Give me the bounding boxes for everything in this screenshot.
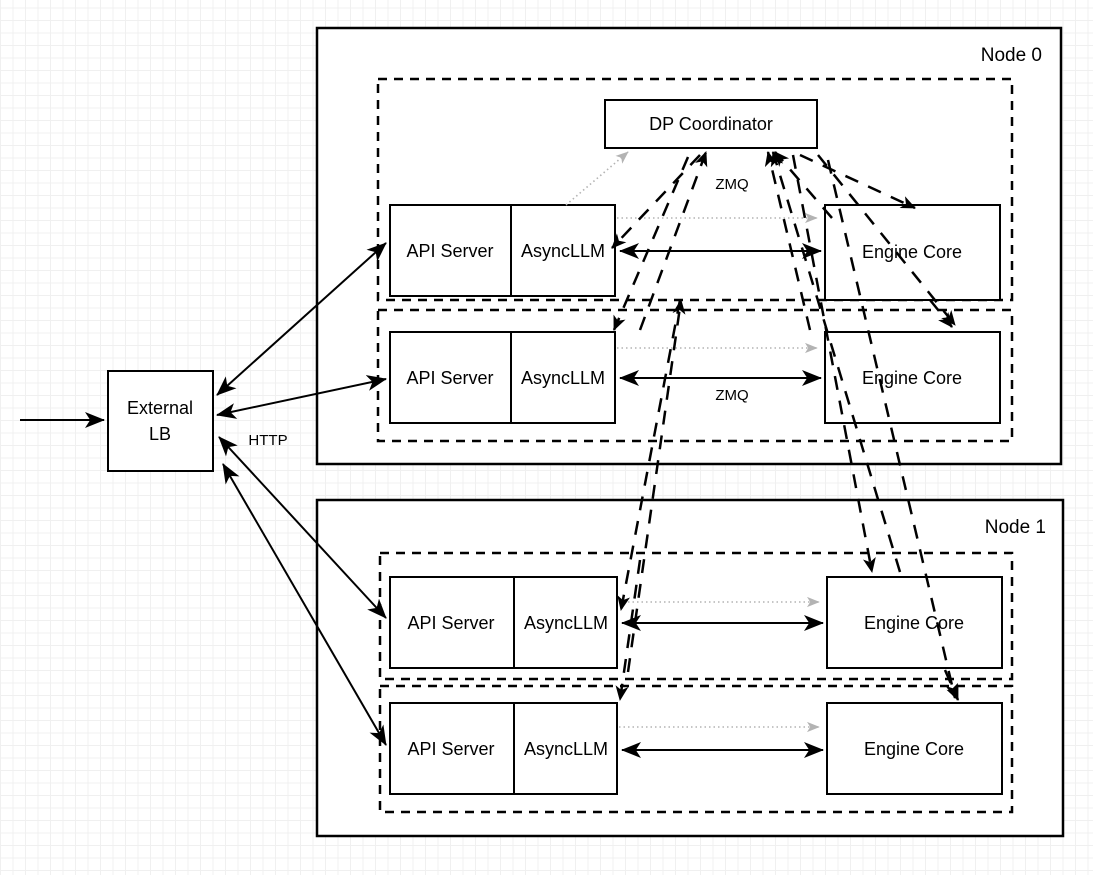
node-1-rank-0-enginecore-box[interactable] (826, 576, 1003, 669)
edge-lb-to-node1-rank1-api (222, 463, 387, 746)
node-0-rank-0-enginecore-box[interactable] (824, 204, 1001, 301)
edge-dotted-asyncllm-to-dp-coordinator (565, 151, 629, 206)
http-edge-label: HTTP (248, 432, 287, 449)
node-1-rank-1-engine-core-label: Engine Core (864, 739, 964, 759)
node-1-rank-0-engine-core-label: Engine Core (864, 613, 964, 633)
external-lb-box[interactable] (107, 370, 214, 472)
node-1-rank-1-enginecore-box[interactable] (826, 702, 1003, 795)
node-0-rank-1-engine-core-label: Engine Core (862, 368, 962, 388)
node-1-rank-1-api-server-label: API Server (407, 739, 494, 759)
edge-zmq-coordinator-to-node0-rank1-asyncllm (612, 156, 690, 331)
node-1-rank-0-asyncllm-label: AsyncLLM (524, 613, 608, 633)
dp-coordinator-box[interactable] (604, 99, 818, 149)
edge-zmq-coordinator-to-node0-rank0-asyncllm (611, 154, 701, 249)
node-1-rank-0-group (378, 551, 1014, 681)
zmq-label-node0-rank1: ZMQ (715, 387, 748, 404)
node-0-rank-0-api-server-label: API Server (406, 241, 493, 261)
edge-zmq-coordinator-to-node1-rank0-enginecore (791, 154, 876, 573)
node-1-label: Node 1 (985, 517, 1046, 538)
edge-zmq-node0-rank1-asyncllm-to-coordinator (638, 151, 708, 331)
node-0-rank-1-apiserver-box[interactable] (389, 331, 616, 424)
node-0-rank-0-asyncllm-label: AsyncLLM (521, 241, 605, 261)
node-0-rank-0-apiserver-box[interactable] (389, 204, 616, 297)
node-1-rank-1-group (378, 684, 1014, 814)
external-lb-label-line1: External (127, 398, 193, 418)
node-1-rank-1-apiserver-box[interactable] (389, 702, 618, 795)
edge-lb-to-node0-rank0-api (216, 242, 387, 396)
edge-zmq-coordinator-to-node0-rank0-enginecore (799, 153, 916, 210)
node-0-rank-1-asyncllm-label: AsyncLLM (521, 368, 605, 388)
external-lb-label-line2: LB (149, 424, 171, 444)
edge-zmq-coordinator-to-node1-rank1-enginecore (826, 159, 959, 699)
edge-lb-to-node0-rank1-api (216, 375, 387, 419)
edge-zmq-node0-rank1-enginecore-to-coordinator (764, 151, 812, 331)
node-1-rank-0-api-server-label: API Server (407, 613, 494, 633)
edge-zmq-coordinator-to-node0-rank1-enginecore (817, 154, 956, 326)
edge-zmq-coordinator-to-node1-rank0-asyncllm (617, 299, 682, 611)
node-1-rank-0-apiserver-box[interactable] (389, 576, 618, 669)
edge-node1-enginecore-rank0-to-rank1 (943, 669, 960, 701)
node-0-rank-0-engine-core-label: Engine Core (862, 242, 962, 262)
dp-coordinator-label: DP Coordinator (649, 114, 773, 134)
zmq-label-coordinator: ZMQ (715, 176, 748, 193)
edge-node0-enginecore-rank0-to-rank1 (929, 299, 953, 328)
node-1-rank-1-asyncllm-label: AsyncLLM (524, 739, 608, 759)
node-0-rank-1-api-server-label: API Server (406, 368, 493, 388)
edge-zmq-node1-rank0-asyncllm-to-coordinator (626, 299, 686, 673)
node-0-rank-0-group (376, 77, 1014, 302)
node-0-label: Node 0 (981, 45, 1042, 66)
node-0-rank-1-enginecore-box[interactable] (824, 331, 1001, 424)
